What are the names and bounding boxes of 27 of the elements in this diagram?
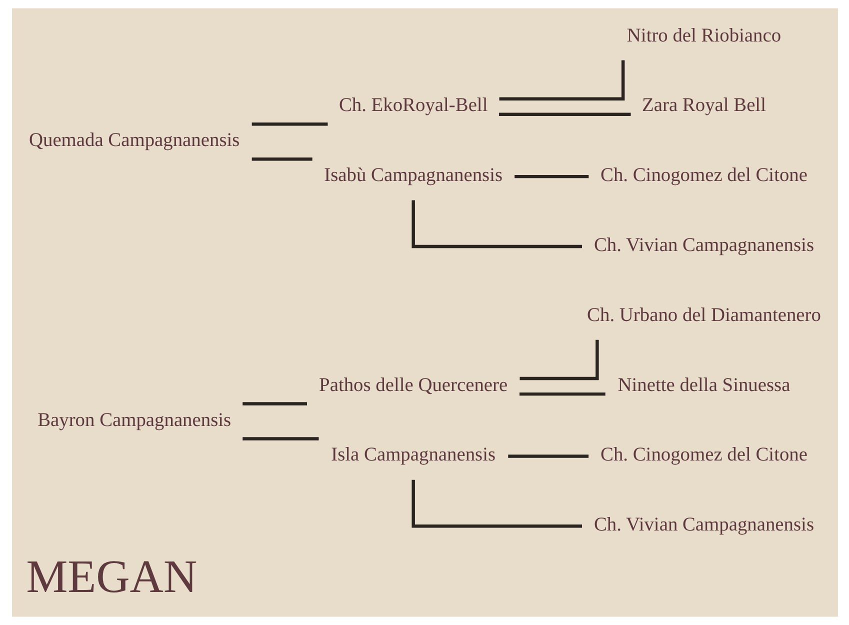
node-text: Pathos delle Quercenere: [318, 374, 508, 396]
connector: [519, 392, 605, 396]
node-text: Zara Royal Bell: [642, 95, 766, 116]
connector: [519, 340, 598, 380]
connector: [251, 122, 328, 126]
diagram-title: MEGAN: [26, 550, 197, 603]
node-text: Ch. Vivian Campagnanensis: [593, 514, 814, 536]
node-text: Ch. Cinogomez del Citone: [600, 165, 807, 186]
node-text: Ch. EkoRoyal-Bell: [338, 95, 488, 116]
connector: [242, 402, 306, 406]
node-text: Ch. Cinogomez del Citone: [600, 444, 807, 466]
connector: [251, 157, 312, 161]
connector: [498, 112, 630, 116]
connector: [411, 480, 582, 528]
node-text: Ninette della Sinuessa: [617, 374, 790, 396]
connector: [508, 454, 588, 458]
node-text: Isabù Campagnanensis: [324, 165, 502, 186]
node-text: Quemada Campagnanensis: [28, 130, 240, 152]
connector: [411, 200, 582, 248]
node-text: Ch. Urbano del Diamantenero: [586, 304, 820, 326]
node-text: Bayron Campagnanensis: [37, 410, 231, 431]
node-text: Isla Campagnanensis: [330, 444, 496, 466]
connector: [498, 60, 624, 100]
node-text: Ch. Vivian Campagnanensis: [593, 235, 814, 256]
connector: [514, 174, 588, 178]
connector: [242, 437, 318, 440]
node-text: Nitro del Riobianco: [626, 25, 781, 46]
